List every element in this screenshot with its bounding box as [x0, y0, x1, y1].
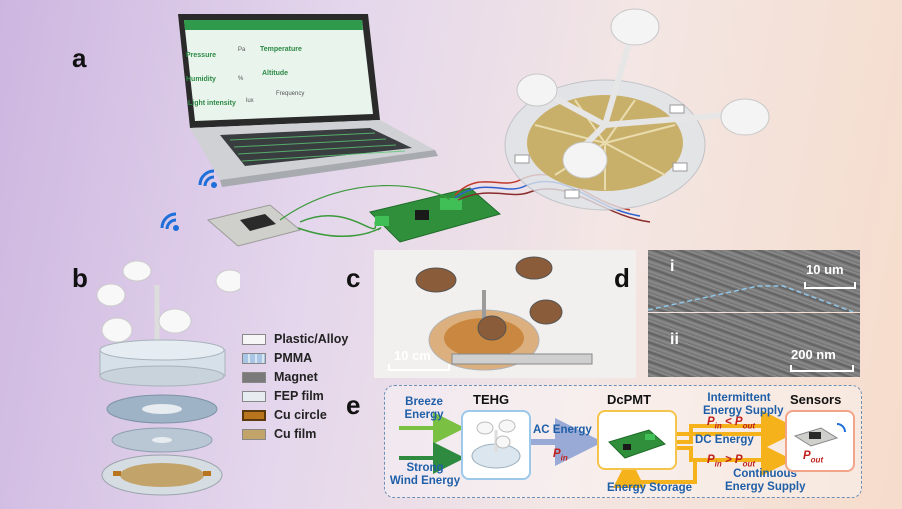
- p-out-label: Pout: [803, 450, 824, 465]
- sem-label-ii: ii: [670, 331, 679, 348]
- circuit-illustration: [206, 173, 651, 247]
- panel-label-a: a: [72, 43, 87, 73]
- intermittent-supply-label: Intermittent Energy Supply: [703, 392, 784, 418]
- ac-energy-label: AC Energy: [533, 424, 592, 436]
- legend-item: Cu circle: [242, 408, 327, 422]
- pcb-icon: [608, 429, 666, 459]
- legend-label: FEP film: [274, 389, 324, 403]
- prototype-photo: [415, 256, 593, 371]
- legend-label: PMMA: [274, 351, 313, 365]
- legend-item: FEP film: [242, 389, 324, 403]
- laptop-screen: Pressure Pa Temperature Humidity % Altit…: [186, 46, 361, 126]
- dc-energy-label: DC Energy: [695, 434, 754, 446]
- sensors-title: Sensors: [790, 392, 842, 407]
- tehg-icon: [471, 419, 521, 469]
- legend-swatch: [242, 390, 266, 402]
- legend-label: Magnet: [274, 370, 318, 384]
- sem-scale-label: 200 nm: [791, 347, 836, 362]
- tehg-box: [461, 410, 531, 480]
- screen-pressure-unit: Pa: [238, 47, 246, 53]
- sensors-box: Pout: [785, 410, 855, 472]
- energy-storage-label: Energy Storage: [607, 482, 692, 494]
- sem-scale-bar: [804, 282, 856, 289]
- tehg-title: TEHG: [473, 392, 510, 407]
- sem-label-i: i: [670, 258, 675, 275]
- legend-label: Cu circle: [274, 408, 327, 422]
- zoom-indicator: [648, 285, 854, 312]
- panel-label-c: c: [346, 263, 361, 293]
- energy-flow-diagram: Breeze Energy Strong Wind Energy TEHG AC…: [384, 385, 862, 498]
- flow-arrows: [399, 410, 793, 488]
- condition-lt: Pin < Pout: [707, 416, 755, 431]
- photo-scale-label: 10 cm: [394, 348, 431, 363]
- sem-image-ii: ii 200 nm: [648, 313, 860, 377]
- photo-scale-bar: [388, 364, 450, 371]
- dcpmt-title: DcPMT: [607, 392, 652, 407]
- legend-swatch: [242, 409, 266, 421]
- legend-item: Plastic/Alloy: [242, 332, 348, 346]
- p-in-label: Pin: [553, 448, 568, 463]
- sensor-chip-icon: [793, 423, 846, 447]
- laptop-illustration: [178, 14, 438, 187]
- dcpmt-box: [597, 410, 677, 470]
- legend-label: Cu film: [274, 427, 317, 441]
- sem-image-i: i 10 um: [648, 250, 860, 312]
- screen-temperature-label: Temperature: [260, 46, 302, 53]
- screen-frequency-label: Frequency: [276, 91, 305, 97]
- screen-pressure-label: Pressure: [186, 52, 216, 59]
- panel-label-e: e: [346, 390, 361, 420]
- sem-scale-bar: [790, 365, 854, 372]
- wifi-icon: [198, 169, 217, 188]
- breeze-energy-label: Breeze Energy: [404, 396, 444, 422]
- screen-altitude-label: Altitude: [262, 70, 289, 77]
- legend-swatch: [242, 428, 266, 440]
- wifi-icon: [160, 212, 179, 231]
- screen-light-label: Light intensity: [188, 100, 236, 107]
- screen-humidity-label: Humidity: [186, 76, 216, 83]
- legend-item: PMMA: [242, 351, 312, 365]
- wind-harvester-device: [504, 8, 770, 211]
- legend-item: Cu film: [242, 427, 316, 441]
- strong-wind-energy-label: Strong Wind Energy: [389, 462, 461, 488]
- screen-humidity-unit: %: [238, 76, 244, 82]
- exploded-view-illustration: [96, 260, 240, 496]
- sem-scale-label: 10 um: [806, 262, 844, 277]
- continuous-supply-label: Continuous Energy Supply: [725, 468, 806, 494]
- condition-gt: Pin > Pout: [707, 454, 755, 469]
- legend-swatch: [242, 333, 266, 345]
- legend-swatch: [242, 371, 266, 383]
- legend-swatch: [242, 352, 266, 364]
- panel-label-b: b: [72, 263, 88, 293]
- screen-light-unit: lux: [246, 98, 254, 104]
- legend-item: Magnet: [242, 370, 318, 384]
- photo-c: 10 cm: [374, 250, 636, 378]
- panel-label-d: d: [614, 263, 630, 293]
- legend-label: Plastic/Alloy: [274, 332, 349, 346]
